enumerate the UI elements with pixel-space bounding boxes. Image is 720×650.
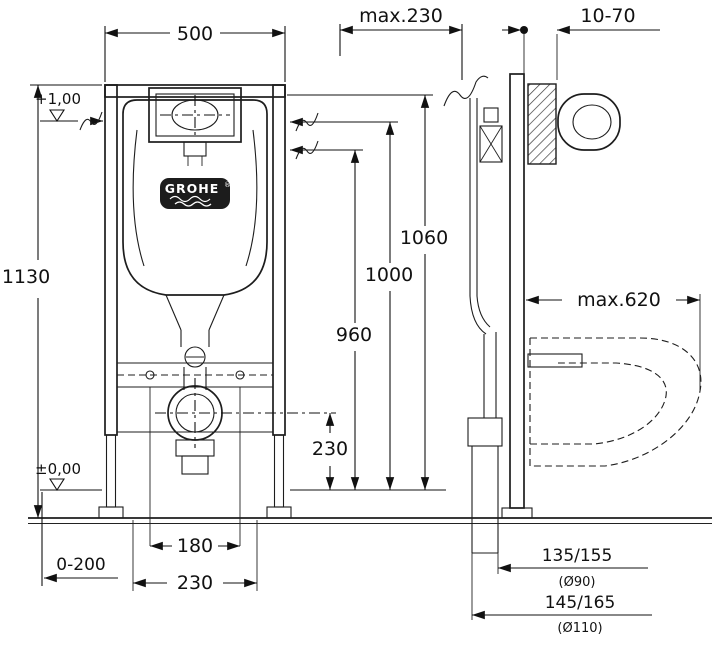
brand-name: GROHE bbox=[165, 181, 220, 196]
level-mark-zero: ±0,00 bbox=[35, 460, 446, 492]
dim-145-165-label: 145/165 bbox=[545, 593, 616, 613]
level-plus-label: +1,00 bbox=[35, 90, 81, 108]
side-view bbox=[443, 73, 702, 554]
flush-pipe bbox=[165, 294, 225, 390]
dim-1060-label: 1060 bbox=[400, 227, 448, 249]
dimension-1000: 1000 bbox=[365, 121, 413, 490]
dimension-230-middle: 230 bbox=[312, 413, 348, 490]
flush-button bbox=[557, 93, 621, 151]
level-zero-label: ±0,00 bbox=[35, 460, 81, 478]
dimension-10-70: 10-70 bbox=[502, 5, 660, 80]
dim-230-bottom-label: 230 bbox=[177, 572, 213, 594]
dimension-outlet-110: 145/165 (Ø110) bbox=[471, 553, 652, 636]
level-mark-plus: +1,00 bbox=[35, 90, 103, 131]
dim-dia-90-label: (Ø90) bbox=[559, 575, 596, 590]
dim-10-70-label: 10-70 bbox=[580, 5, 635, 27]
side-frame bbox=[501, 73, 533, 519]
dim-180-label: 180 bbox=[177, 535, 213, 557]
dimension-230-bottom: 230 bbox=[132, 520, 258, 594]
dim-dia-110-label: (Ø110) bbox=[557, 621, 602, 636]
drain-outlet bbox=[155, 378, 336, 475]
wall-plate-spacer bbox=[527, 83, 557, 165]
dimension-960: 960 bbox=[336, 150, 372, 490]
dimension-1130: 1130 bbox=[2, 84, 102, 518]
dim-135-155-label: 135/155 bbox=[542, 546, 613, 566]
side-outlet-pipe bbox=[467, 417, 503, 554]
brand-registered-mark: ® bbox=[224, 181, 231, 189]
dim-max-230-label: max.230 bbox=[359, 5, 443, 27]
dimension-0-200: 0-200 bbox=[41, 492, 118, 586]
dimension-500: 500 bbox=[104, 23, 286, 82]
grohe-logo: GROHE ® bbox=[160, 178, 231, 209]
dim-1000-label: 1000 bbox=[365, 264, 413, 286]
dimension-max-620: max.620 bbox=[526, 289, 701, 390]
dim-500-label: 500 bbox=[177, 23, 213, 45]
front-view: GROHE ® bbox=[98, 84, 336, 519]
dimension-outlet-90: 135/155 (Ø90) bbox=[497, 546, 648, 590]
dimension-1060: 1060 bbox=[400, 95, 448, 490]
dim-960-label: 960 bbox=[336, 324, 372, 346]
floor-line bbox=[28, 517, 712, 524]
dimension-180: 180 bbox=[149, 387, 241, 557]
cistern bbox=[122, 99, 268, 296]
actuator-rod bbox=[479, 107, 503, 163]
dim-max-620-label: max.620 bbox=[577, 289, 661, 311]
dim-0-200-label: 0-200 bbox=[56, 555, 105, 575]
toilet-bowl-outline bbox=[527, 337, 702, 468]
dim-230-middle-label: 230 bbox=[312, 438, 348, 460]
actuator-opening bbox=[148, 87, 242, 166]
reference-lines bbox=[287, 94, 433, 160]
mounting-frame bbox=[98, 84, 292, 519]
dim-1130-label: 1130 bbox=[2, 266, 50, 288]
cistern-profile bbox=[443, 75, 497, 418]
dimension-max-230: max.230 bbox=[339, 5, 463, 80]
